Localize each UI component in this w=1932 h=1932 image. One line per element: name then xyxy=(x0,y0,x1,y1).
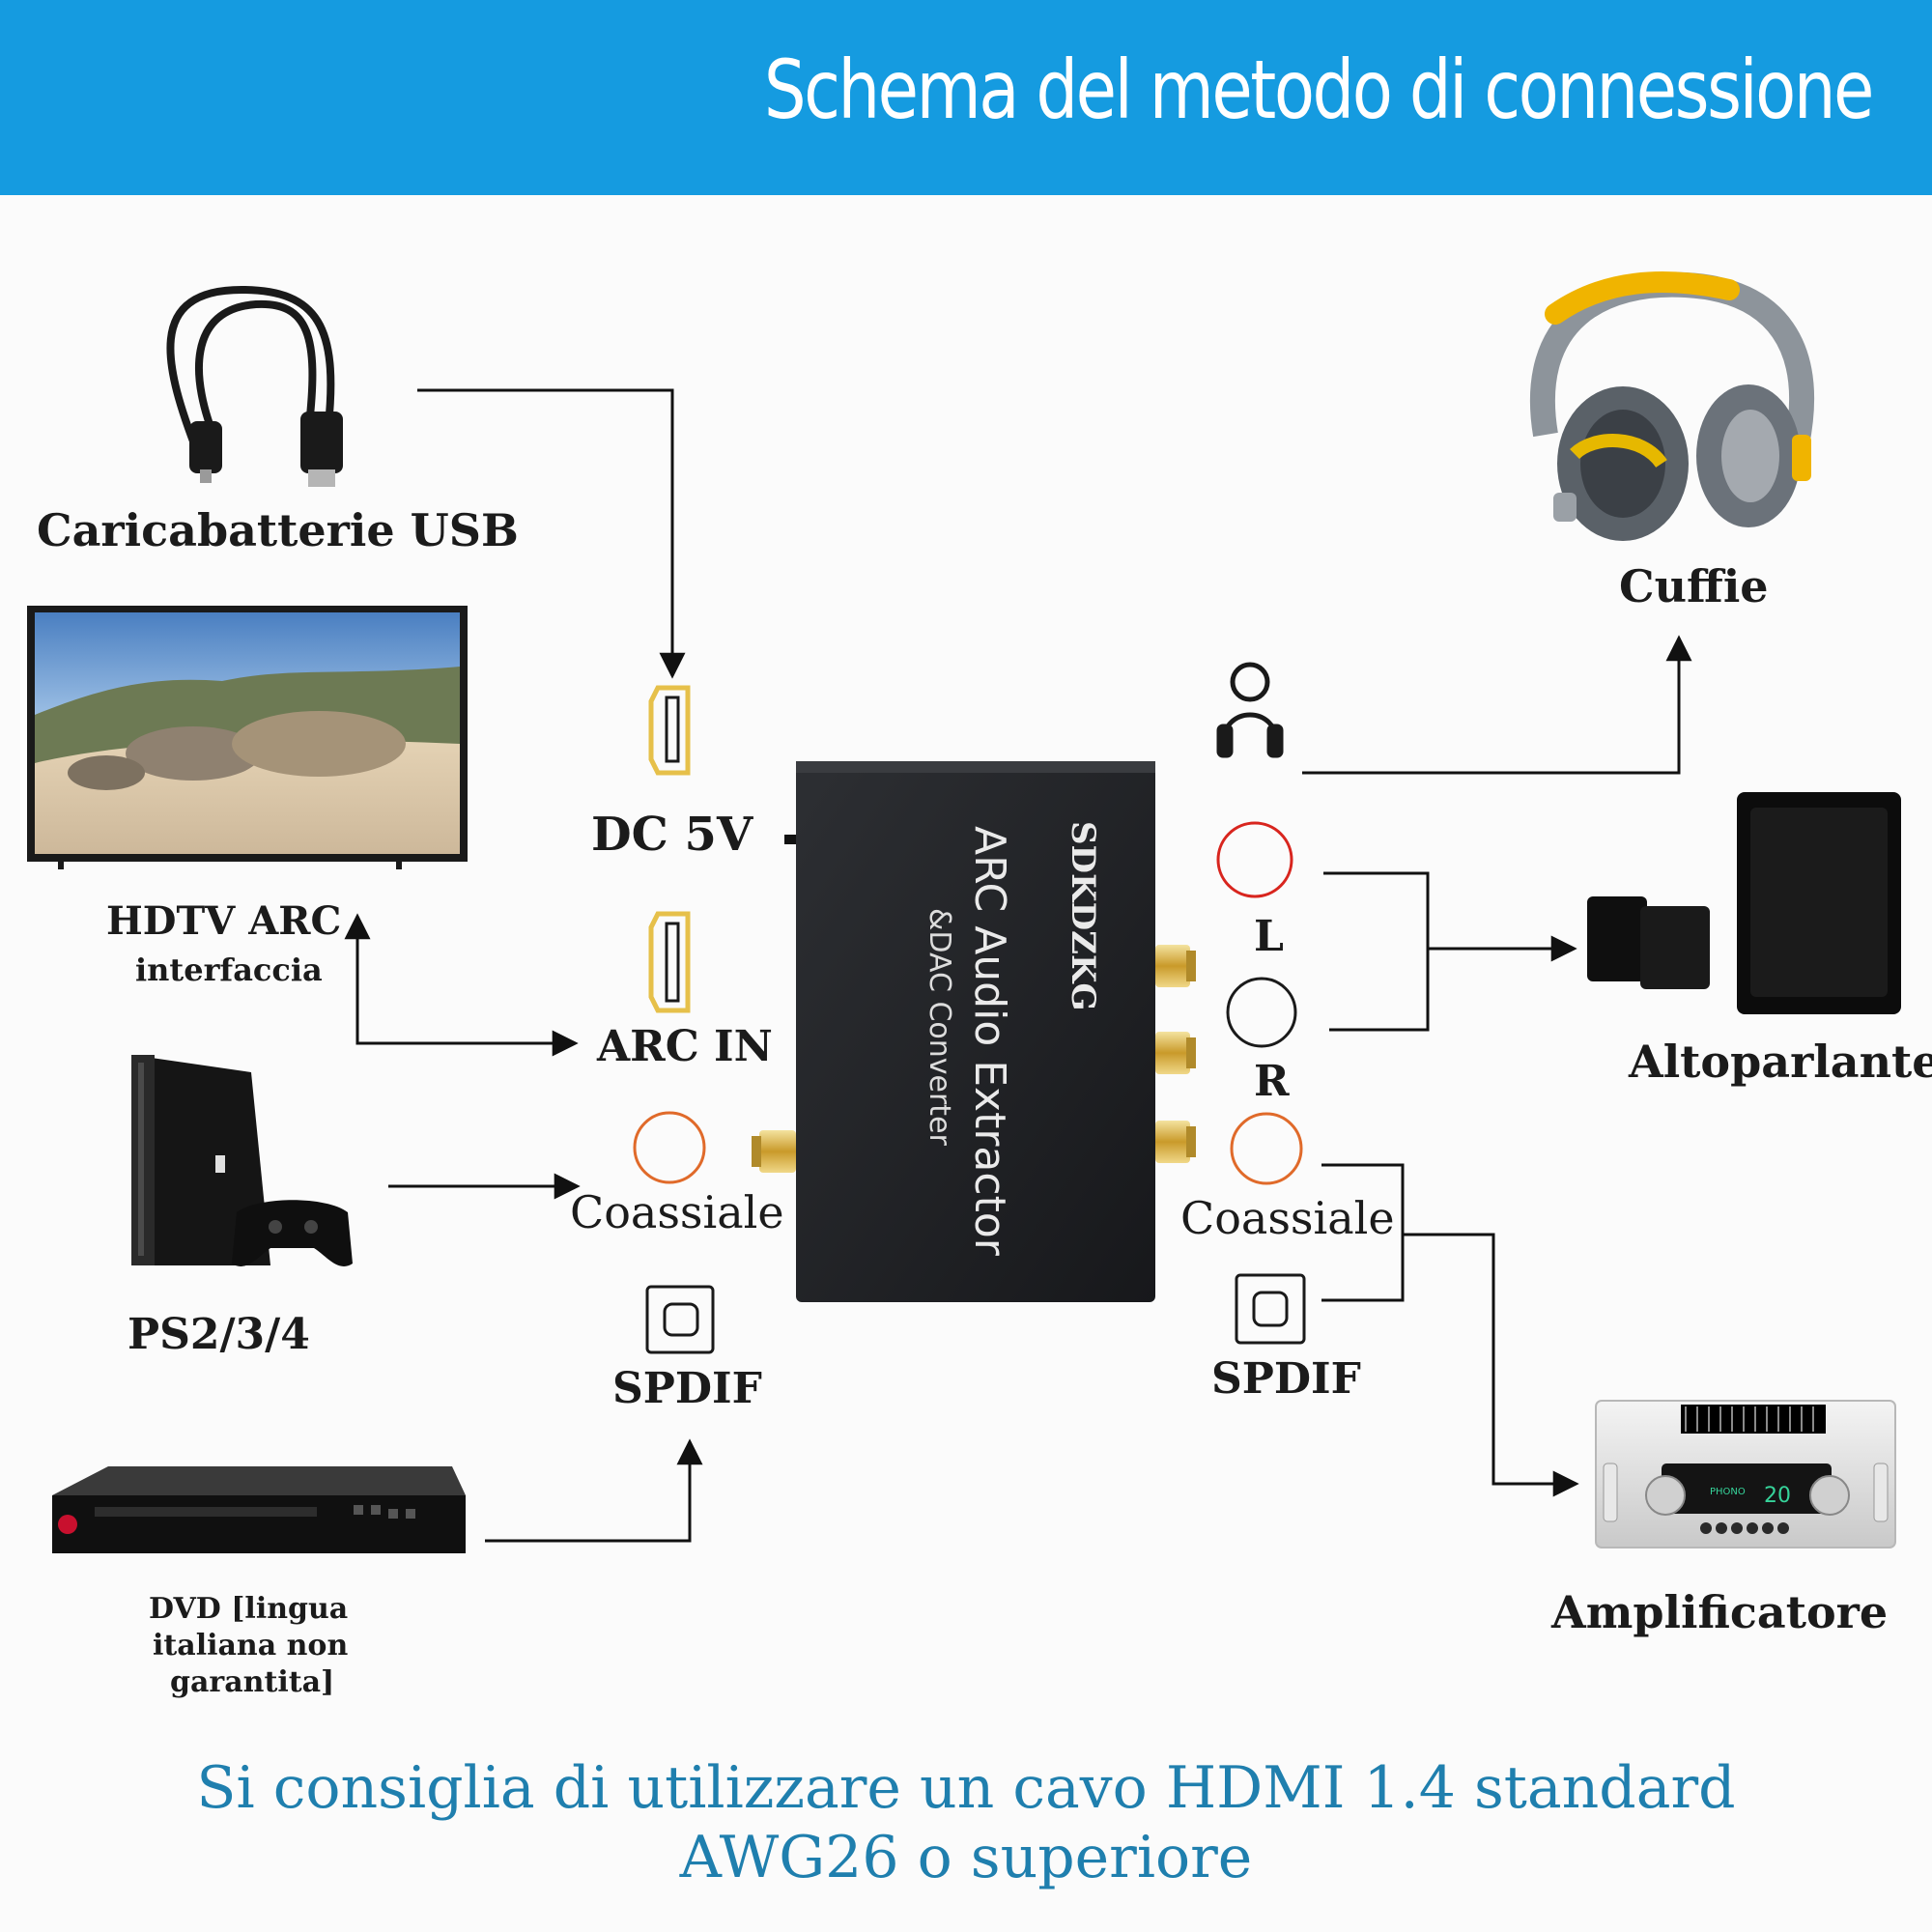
label-ps: PS2/3/4 xyxy=(128,1310,310,1359)
label-rca-left: L xyxy=(1254,912,1284,961)
usb-cable-icon xyxy=(166,285,343,487)
device-brand: SDKDZKG xyxy=(1064,821,1102,1010)
device-subtitle: &DAC Converter xyxy=(923,908,956,1147)
label-hdtv-interface: interfaccia xyxy=(135,952,323,988)
coax-input-port-icon xyxy=(633,1111,706,1184)
arc-in-port-icon xyxy=(648,911,691,1013)
headphones-icon xyxy=(1529,271,1815,541)
headphone-jack-icon xyxy=(1216,662,1284,758)
label-coax-input: Coassiale xyxy=(570,1186,784,1238)
label-arc-in: ARC IN xyxy=(597,1022,773,1071)
label-coax-output: Coassiale xyxy=(1180,1192,1395,1244)
label-amplifier: Amplificatore xyxy=(1551,1586,1889,1638)
label-headphones: Cuffie xyxy=(1619,560,1769,612)
label-usb-charger: Caricabatterie USB xyxy=(37,504,519,556)
spdif-input-port-icon xyxy=(645,1285,715,1354)
rca-jack-icon xyxy=(752,1130,796,1173)
coax-output-port-icon xyxy=(1230,1112,1303,1185)
device-name: ARC Audio Extractor xyxy=(965,826,1014,1257)
speaker-system-icon xyxy=(1587,792,1901,1014)
rca-to-speaker-line xyxy=(1323,871,1430,1032)
ps4-console-icon xyxy=(131,1055,353,1266)
label-dc-5v: DC 5V xyxy=(591,808,753,862)
label-dvd-line3: garantita] xyxy=(170,1665,335,1699)
rca-jack-icon xyxy=(1155,945,1196,1163)
label-dvd-line2: italiana non xyxy=(153,1629,349,1662)
headphone-to-cuffie-line xyxy=(1302,635,1692,775)
amp-display-readout: 20 xyxy=(1764,1484,1791,1508)
footer-note: Si consiglia di utilizzare un cavo HDMI … xyxy=(196,1754,1736,1891)
label-rca-right: R xyxy=(1254,1057,1290,1106)
header-banner: Schema del metodo di connessione xyxy=(0,0,1932,195)
hdtv-arc-line xyxy=(344,913,579,1057)
page-title: Schema del metodo di connessione xyxy=(763,43,1875,137)
amp-mode-readout: PHONO xyxy=(1710,1487,1746,1497)
usb-to-dc-line xyxy=(417,388,686,679)
spdif-output-port-icon xyxy=(1235,1273,1306,1345)
label-spdif-input: SPDIF xyxy=(612,1364,762,1413)
digital-out-bracket-line xyxy=(1321,1163,1405,1302)
label-dvd-line1: DVD [lingua xyxy=(149,1592,349,1626)
rca-left-port-icon xyxy=(1216,821,1293,898)
dvd-to-spdif-line xyxy=(485,1438,703,1543)
amplifier-icon: PHONO 20 xyxy=(1595,1400,1896,1548)
digital-to-amplifier-line xyxy=(1403,1233,1579,1497)
hdtv-icon xyxy=(27,606,468,869)
rca-right-port-icon xyxy=(1226,977,1297,1048)
label-spdif-output: SPDIF xyxy=(1211,1354,1361,1404)
dc-5v-port-icon xyxy=(648,685,691,776)
label-hdtv-arc: HDTV ARC xyxy=(106,898,342,944)
arc-audio-extractor-device: SDKDZKG ARC Audio Extractor &DAC Convert… xyxy=(752,761,1196,1302)
dvd-player-icon xyxy=(52,1466,466,1553)
label-speaker: Altoparlante xyxy=(1629,1036,1932,1088)
